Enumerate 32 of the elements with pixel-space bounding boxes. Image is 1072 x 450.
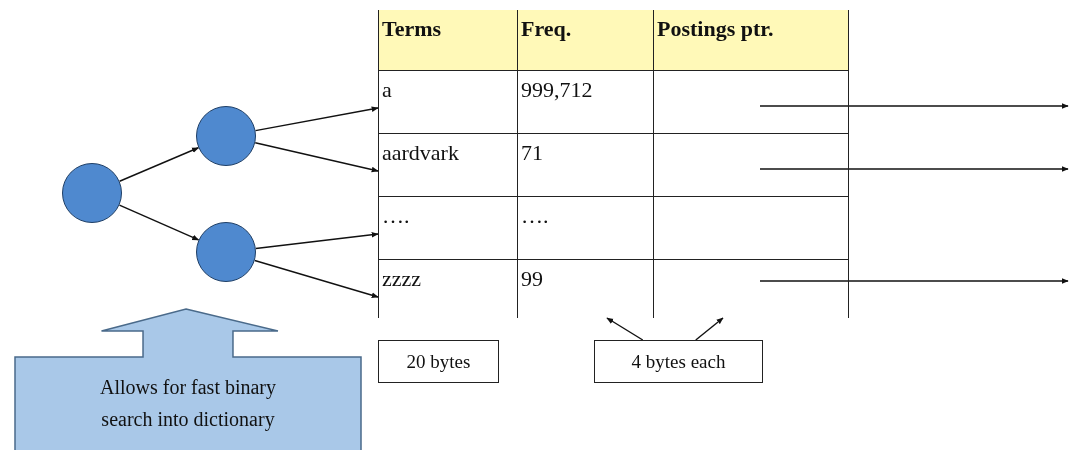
tree-node-circle — [196, 106, 256, 166]
arrow — [118, 204, 200, 241]
table-cell: …. — [378, 196, 517, 259]
tree-node-circle — [196, 222, 256, 282]
arrow — [759, 166, 1069, 172]
annotation-box: 20 bytes — [378, 340, 499, 383]
table-cell: zzzz — [378, 259, 517, 318]
table-cell: aardvark — [378, 133, 517, 196]
pointer-cell — [653, 70, 849, 133]
arrow — [254, 259, 379, 298]
column-header: Postings ptr. — [657, 16, 774, 41]
table-cell: 999,712 — [517, 70, 653, 133]
pointer-cell — [653, 133, 849, 196]
arrow — [759, 278, 1069, 284]
pointer-cell — [653, 259, 849, 318]
table-cell: 71 — [517, 133, 653, 196]
pointer-cell — [653, 196, 849, 259]
up-arrow-callout: Allows for fast binary search into dictionary — [15, 309, 361, 450]
arrow — [254, 142, 379, 173]
arrow — [606, 317, 644, 341]
arrow — [255, 231, 379, 250]
table-cell: …. — [517, 196, 653, 259]
column-header: Terms — [382, 16, 442, 41]
tree-node-circle — [62, 163, 122, 223]
annotation-box: 4 bytes each — [594, 340, 763, 383]
arrow — [254, 106, 379, 132]
table-cell: 99 — [517, 259, 653, 318]
arrow — [695, 317, 724, 341]
arrow — [118, 147, 200, 182]
arrow — [759, 103, 1069, 109]
table-cell: a — [378, 70, 517, 133]
column-header: Freq. — [521, 16, 572, 41]
